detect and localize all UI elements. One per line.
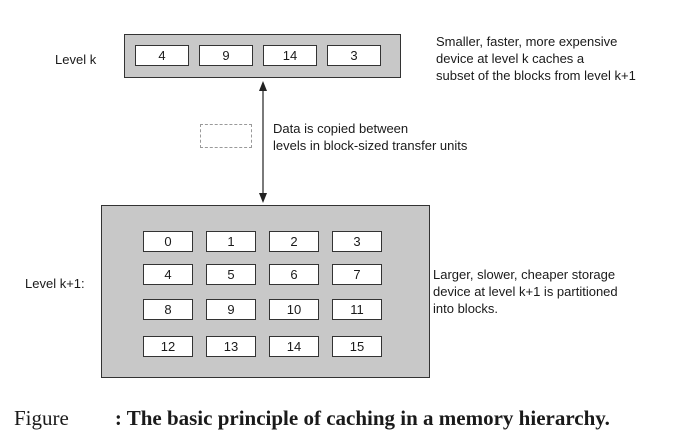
level-k1-block: 13 (206, 336, 256, 357)
level-k-block: 3 (327, 45, 381, 66)
level-k1-block: 7 (332, 264, 382, 285)
level-k-label: Level k (55, 52, 97, 67)
figure-caption: Figure : The basic principle of caching i… (14, 405, 610, 431)
level-k1-block: 15 (332, 336, 382, 357)
description-line: into blocks. (433, 301, 499, 316)
level-k1-block: 1 (206, 231, 256, 252)
transfer-description: Data is copied between levels in block-s… (273, 120, 467, 154)
level-k1-label: Level k+1: (25, 276, 85, 291)
description-line: Larger, slower, cheaper storage (433, 267, 616, 282)
level-k1-block: 8 (143, 299, 193, 320)
caption-title: : The basic principle of caching in a me… (114, 406, 610, 430)
description-line: Smaller, faster, more expensive (436, 34, 618, 49)
description-line: subset of the blocks from level k+1 (436, 68, 636, 83)
level-k1-block: 10 (269, 299, 319, 320)
level-k-storage: 4 9 14 3 (124, 34, 401, 78)
level-k-block: 14 (263, 45, 317, 66)
transfer-arrow (259, 81, 267, 203)
level-k1-block: 12 (143, 336, 193, 357)
level-k-block: 9 (199, 45, 253, 66)
level-k1-block: 4 (143, 264, 193, 285)
level-k1-block: 9 (206, 299, 256, 320)
level-k1-block: 11 (332, 299, 382, 320)
level-k1-block: 2 (269, 231, 319, 252)
level-k1-storage: 0 1 2 3 4 5 6 7 8 9 10 11 12 13 14 15 (101, 205, 430, 378)
level-k1-block: 0 (143, 231, 193, 252)
transfer-unit-block (200, 124, 252, 148)
description-line: levels in block-sized transfer units (273, 138, 468, 153)
level-k1-block: 3 (332, 231, 382, 252)
level-k-description: Smaller, faster, more expensive device a… (436, 33, 636, 84)
description-line: device at level k+1 is partitioned (433, 284, 618, 299)
level-k-block: 4 (135, 45, 189, 66)
description-line: Data is copied between (273, 121, 409, 136)
level-k1-block: 14 (269, 336, 319, 357)
caption-prefix: Figure (14, 406, 69, 430)
description-line: device at level k caches a (436, 51, 585, 66)
level-k1-description: Larger, slower, cheaper storage device a… (433, 266, 618, 317)
level-k1-block: 5 (206, 264, 256, 285)
level-k1-block: 6 (269, 264, 319, 285)
